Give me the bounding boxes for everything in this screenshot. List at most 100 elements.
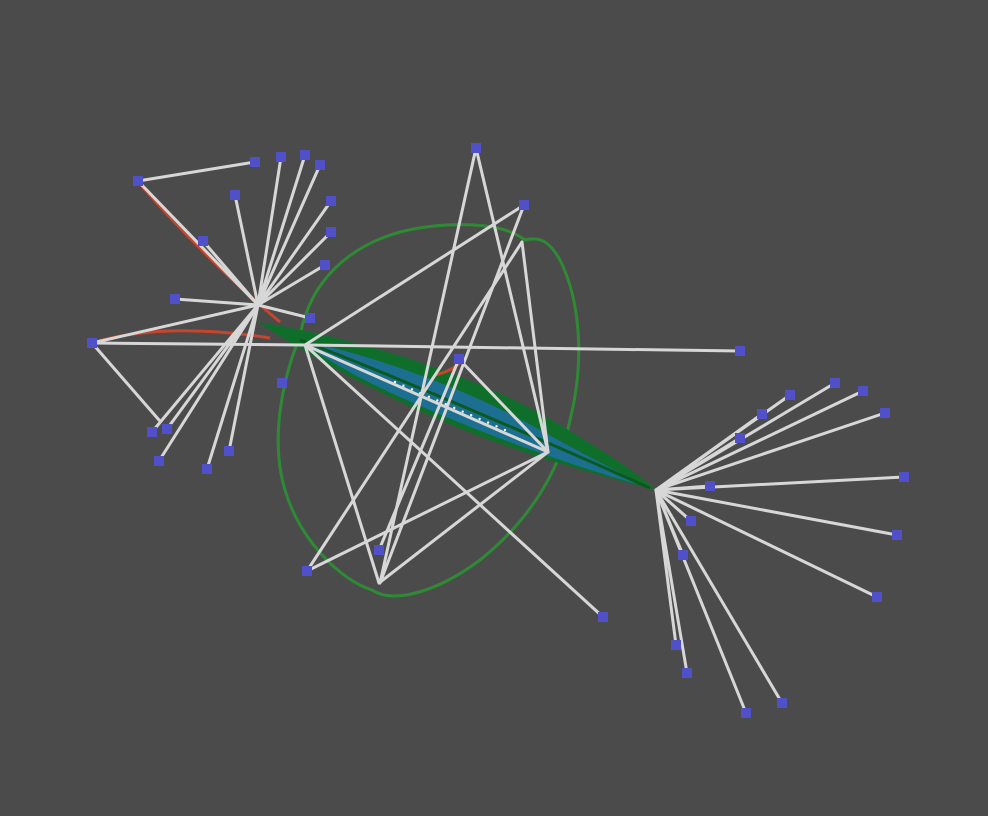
- spindle-dot: [478, 417, 481, 421]
- graph-edge: [654, 488, 784, 705]
- square-node-icon: [133, 176, 143, 186]
- square-node-icon: [519, 200, 529, 210]
- spindle-dot: [410, 388, 414, 391]
- graph-edge: [256, 153, 307, 307]
- graph-edge: [303, 203, 526, 347]
- square-node-icon: [471, 143, 481, 153]
- square-node-icon: [224, 446, 234, 456]
- square-node-icon: [785, 390, 795, 400]
- square-node-icon: [598, 612, 608, 622]
- square-node-icon: [705, 481, 715, 491]
- square-node-icon: [892, 530, 902, 540]
- graph-edge: [654, 389, 865, 492]
- spindle-dot: [486, 421, 490, 424]
- square-node-icon: [326, 196, 336, 206]
- square-node-icon: [671, 640, 681, 650]
- graph-edge: [256, 263, 327, 307]
- square-node-icon: [757, 409, 767, 419]
- graph-edge: [303, 343, 605, 619]
- square-node-icon: [315, 160, 325, 170]
- square-node-icon: [858, 386, 868, 396]
- graph-edge: [377, 357, 461, 552]
- graph-edge: [90, 341, 161, 422]
- spindle-dot: [427, 395, 431, 398]
- graph-edge: [305, 240, 524, 573]
- square-node-icon: [202, 464, 212, 474]
- spindle-dot: [436, 399, 439, 402]
- graph-edge: [457, 357, 550, 454]
- spindle-dot: [469, 414, 473, 417]
- graph-edge: [157, 303, 260, 463]
- square-node-icon: [276, 152, 286, 162]
- graph-edge: [305, 450, 550, 573]
- spindle-dot: [503, 428, 507, 432]
- graph-edge: [378, 203, 526, 585]
- node-layer: [87, 143, 909, 718]
- graph-edge: [150, 303, 260, 434]
- graph-edge: [474, 146, 550, 454]
- spindle-dot: [495, 425, 498, 428]
- square-node-icon: [162, 424, 172, 434]
- spindle-core: [299, 338, 651, 490]
- graph-edge: [520, 240, 550, 454]
- square-node-icon: [87, 338, 97, 348]
- square-node-icon: [302, 566, 312, 576]
- graph-edge: [256, 163, 322, 307]
- graph-edge: [377, 450, 550, 585]
- square-node-icon: [777, 698, 787, 708]
- graph-edge: [654, 488, 879, 599]
- graph-edge: [201, 239, 260, 307]
- square-node-icon: [880, 408, 890, 418]
- graph-edge: [227, 303, 260, 453]
- square-node-icon: [686, 516, 696, 526]
- spindle-layer: [258, 322, 656, 490]
- square-node-icon: [678, 550, 688, 560]
- graph-edge: [654, 488, 693, 523]
- square-node-icon: [198, 236, 208, 246]
- graph-edge: [90, 303, 260, 345]
- graph-edge: [173, 297, 260, 307]
- graph-edge: [654, 484, 712, 492]
- square-node-icon: [899, 472, 909, 482]
- spindle-dot: [453, 406, 456, 410]
- spindle-dot: [393, 380, 397, 384]
- spindle-dot: [461, 410, 464, 413]
- square-node-icon: [154, 456, 164, 466]
- square-node-icon: [326, 227, 336, 237]
- graph-edge: [654, 488, 899, 537]
- edge-layer: [90, 146, 906, 715]
- square-node-icon: [277, 378, 287, 388]
- graph-edge: [205, 303, 260, 471]
- square-node-icon: [830, 378, 840, 388]
- graph-edge: [165, 303, 260, 431]
- square-node-icon: [735, 433, 745, 443]
- square-node-icon: [305, 313, 315, 323]
- graph-edge: [303, 343, 550, 454]
- square-node-icon: [230, 190, 240, 200]
- square-node-icon: [374, 545, 384, 555]
- graph-edge: [654, 488, 748, 715]
- graph-edge: [256, 199, 333, 307]
- square-node-icon: [741, 708, 751, 718]
- graph-edge: [256, 230, 333, 307]
- graph-edge: [303, 343, 381, 585]
- graph-edge: [136, 160, 257, 183]
- graph-edge: [654, 488, 689, 675]
- square-node-icon: [872, 592, 882, 602]
- square-node-icon: [735, 346, 745, 356]
- square-node-icon: [682, 668, 692, 678]
- graph-edge: [654, 436, 742, 492]
- graph-edge: [654, 411, 887, 492]
- graph-edge: [256, 303, 312, 320]
- square-node-icon: [320, 260, 330, 270]
- square-node-icon: [170, 294, 180, 304]
- square-node-icon: [454, 354, 464, 364]
- spindle-dot: [402, 384, 405, 387]
- square-node-icon: [147, 427, 157, 437]
- square-node-icon: [250, 157, 260, 167]
- graph-edge: [233, 193, 260, 307]
- graph-edge: [256, 155, 283, 307]
- square-node-icon: [300, 150, 310, 160]
